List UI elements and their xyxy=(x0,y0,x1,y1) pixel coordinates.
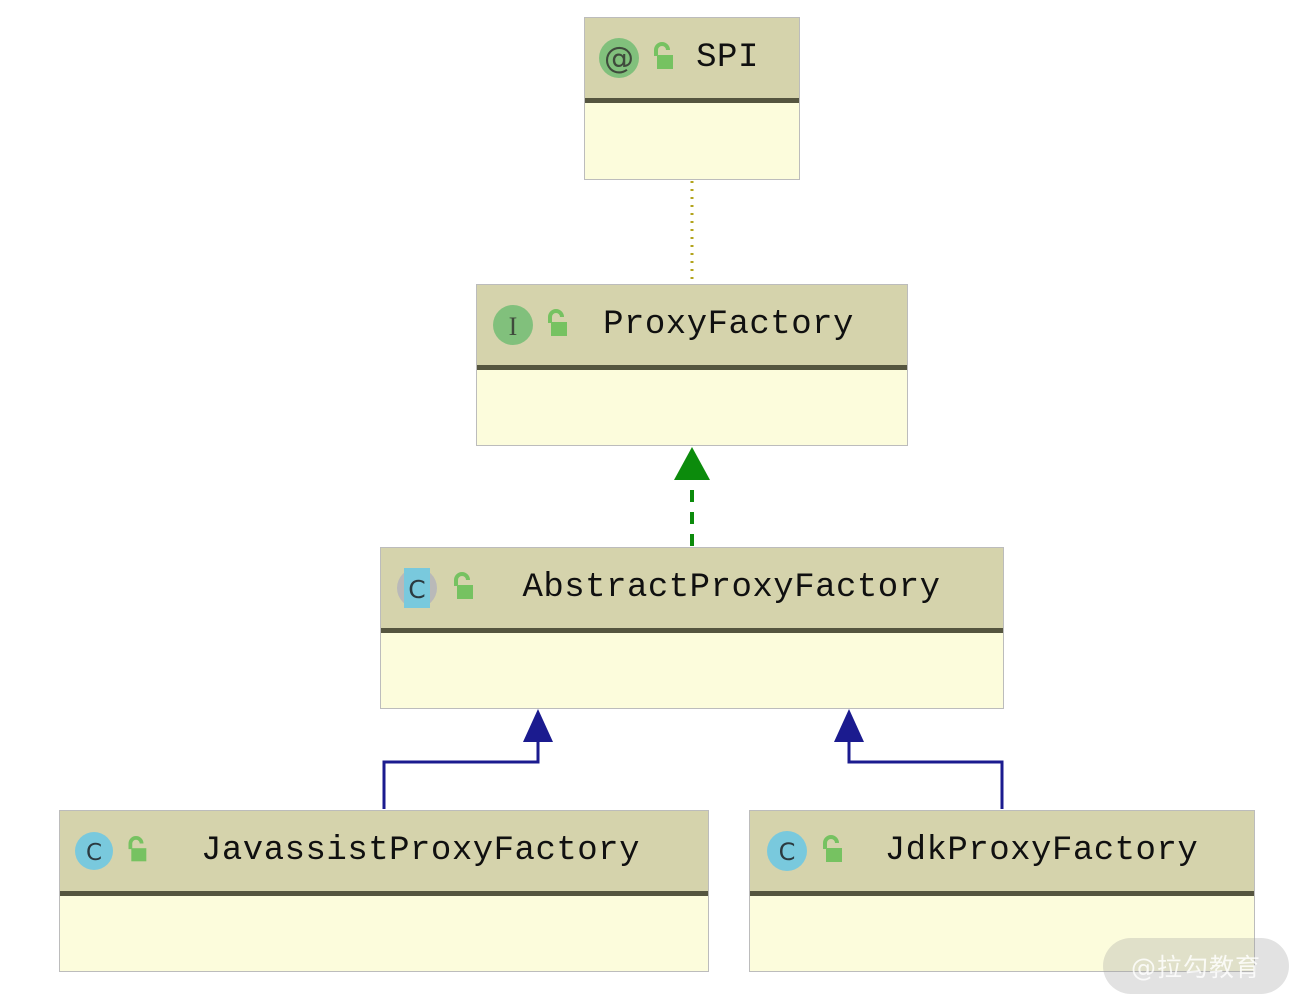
uml-class-header-javassistproxyfactory: C JavassistProxyFactory xyxy=(60,811,708,896)
annotation-at-icon: @ xyxy=(599,38,639,78)
class-icon: C xyxy=(75,832,113,870)
generalization-line-jdk xyxy=(847,737,1004,809)
uml-class-name-jdkproxyfactory: JdkProxyFactory xyxy=(884,832,1199,870)
uml-class-members-spi xyxy=(585,103,799,175)
uml-class-members-proxyfactory xyxy=(477,370,907,442)
generalization-line-javassist xyxy=(382,737,540,809)
interface-icon: I xyxy=(493,305,533,345)
uml-class-javassistproxyfactory[interactable]: C JavassistProxyFactory xyxy=(59,810,709,972)
svg-text:C: C xyxy=(408,575,425,604)
svg-text:@: @ xyxy=(604,41,634,76)
unlocked-public-icon xyxy=(548,309,567,336)
stereotype-icons-proxyfactory: I xyxy=(490,302,572,348)
relation-realization xyxy=(674,447,710,546)
stereotype-icons-javassistproxyfactory: C xyxy=(72,829,151,873)
uml-class-header-proxyfactory: I ProxyFactory xyxy=(477,285,907,370)
svg-text:I: I xyxy=(509,312,518,341)
realization-arrowhead xyxy=(674,447,710,480)
stereotype-icons-abstractproxyfactory: C xyxy=(392,565,478,611)
uml-class-name-spi: SPI xyxy=(696,39,759,77)
relation-generalization-javassist xyxy=(382,709,553,809)
uml-class-header-abstractproxyfactory: C AbstractProxyFactory xyxy=(381,548,1003,633)
svg-text:C: C xyxy=(779,838,796,866)
unlocked-public-icon xyxy=(823,835,842,862)
unlocked-public-icon xyxy=(128,836,147,862)
relation-generalization-jdk xyxy=(834,709,1004,809)
svg-text:C: C xyxy=(86,840,102,866)
uml-class-header-spi: @ SPI xyxy=(585,18,799,103)
uml-class-jdkproxyfactory[interactable]: C JdkProxyFactory xyxy=(749,810,1255,972)
uml-class-name-abstractproxyfactory: AbstractProxyFactory xyxy=(522,569,941,607)
stereotype-icons-jdkproxyfactory: C xyxy=(764,828,847,874)
uml-class-name-javassistproxyfactory: JavassistProxyFactory xyxy=(201,832,640,870)
abstract-class-icon: C xyxy=(397,568,437,608)
stereotype-icons-spi: @ xyxy=(596,35,678,81)
uml-class-members-javassistproxyfactory xyxy=(60,896,708,968)
generalization-arrowhead-javassist xyxy=(523,709,553,742)
unlocked-public-icon xyxy=(454,572,473,599)
uml-class-abstractproxyfactory[interactable]: C AbstractProxyFactory xyxy=(380,547,1004,709)
uml-class-proxyfactory[interactable]: I ProxyFactory xyxy=(476,284,908,446)
uml-class-name-proxyfactory: ProxyFactory xyxy=(603,306,854,344)
uml-class-header-jdkproxyfactory: C JdkProxyFactory xyxy=(750,811,1254,896)
uml-class-spi[interactable]: @ SPI xyxy=(584,17,800,180)
class-icon: C xyxy=(767,831,807,871)
uml-class-members-abstractproxyfactory xyxy=(381,633,1003,705)
uml-class-members-jdkproxyfactory xyxy=(750,896,1254,968)
unlocked-public-icon xyxy=(654,42,673,69)
generalization-arrowhead-jdk xyxy=(834,709,864,742)
